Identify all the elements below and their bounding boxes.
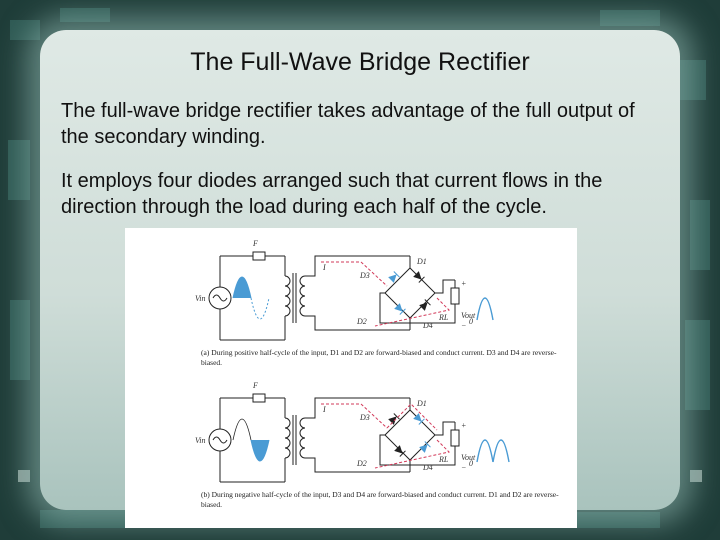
label-d2: D2 xyxy=(356,459,367,468)
diode-d1-icon xyxy=(387,271,400,284)
label-current: I xyxy=(322,405,326,414)
label-vout: Vout xyxy=(461,453,476,462)
diode-d2-icon xyxy=(393,444,406,457)
label-plus: + xyxy=(461,279,466,288)
diode-d2-icon xyxy=(393,302,406,315)
circuit-negative-half-cycle: F Vin I D3 D1 D2 D4 RL Vout + − 0 xyxy=(195,381,510,483)
caption-positive-half-cycle: (a) During positive half-cycle of the in… xyxy=(201,348,557,367)
label-vin: Vin xyxy=(195,436,206,445)
circuit-positive-half-cycle: F Vin I D3 D1 D2 D4 RL Vout + − 0 xyxy=(195,239,494,341)
label-zero: 0 xyxy=(469,459,473,468)
label-d4: D4 xyxy=(422,321,433,330)
diode-d4-icon xyxy=(418,299,431,312)
paragraph-diodes: It employs four diodes arranged such tha… xyxy=(61,170,603,218)
label-rl: RL xyxy=(438,455,449,464)
caption-negative-half-cycle: (b) During negative half-cycle of the in… xyxy=(201,490,559,509)
label-d3: D1 xyxy=(416,257,427,266)
label-f: F xyxy=(252,239,258,248)
label-vin: Vin xyxy=(195,294,206,303)
paragraph-intro: The full-wave bridge rectifier takes adv… xyxy=(61,100,635,148)
diode-d1-icon xyxy=(387,413,400,426)
slide-title: The Full-Wave Bridge Rectifier xyxy=(190,48,530,76)
label-current: I xyxy=(322,263,326,272)
label-f: F xyxy=(252,381,258,390)
label-d4: D4 xyxy=(422,463,433,472)
diode-d4-icon xyxy=(418,441,431,454)
label-minus: − xyxy=(461,321,466,330)
bridge-rectifier-diagram: F Vin I D3 D1 D2 D4 RL Vout + − 0 xyxy=(195,239,510,483)
label-d3: D1 xyxy=(416,399,427,408)
label-d2: D2 xyxy=(356,317,367,326)
label-rl: RL xyxy=(438,313,449,322)
label-vout: Vout xyxy=(461,311,476,320)
label-zero: 0 xyxy=(469,317,473,326)
label-plus: + xyxy=(461,421,466,430)
label-minus: − xyxy=(461,463,466,472)
label-d1: D3 xyxy=(359,413,370,422)
label-d1: D3 xyxy=(359,271,370,280)
bridge-rectifier-figure: F Vin I D3 D1 D2 D4 RL Vout + − 0 xyxy=(125,228,577,528)
